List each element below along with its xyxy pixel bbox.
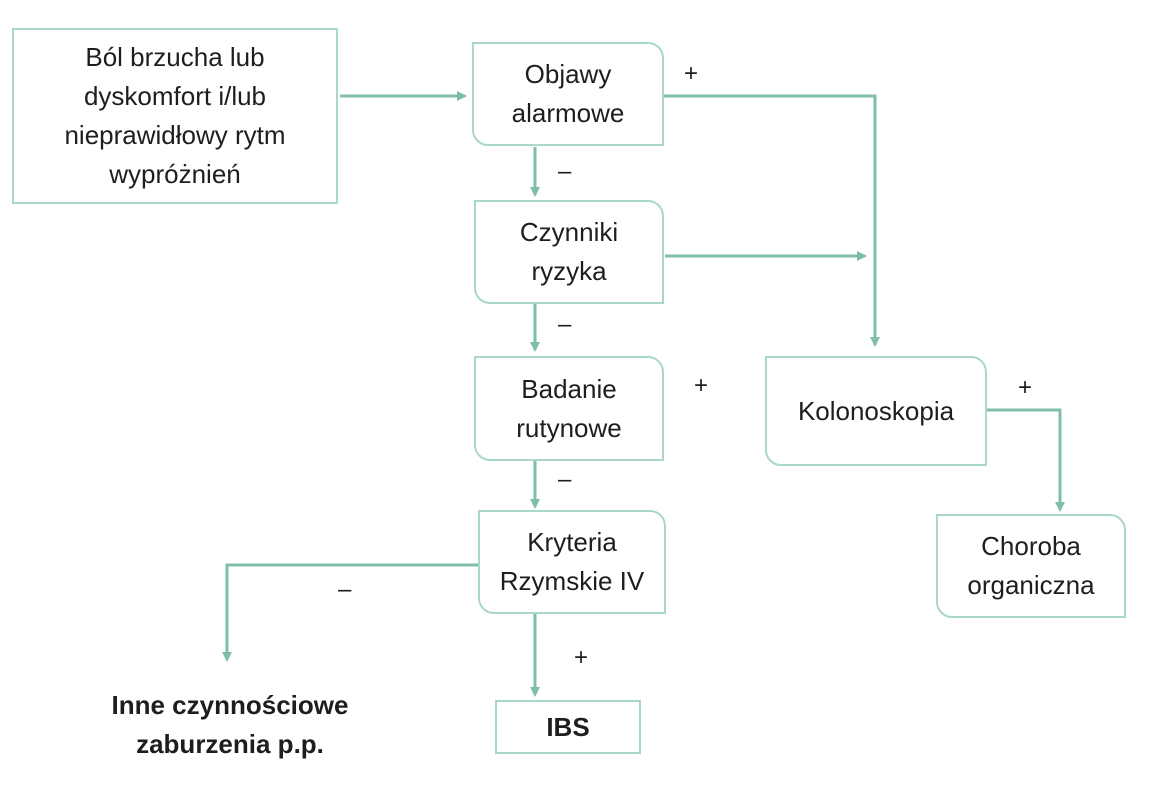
node-routine-exam-label: Badanie rutynowe: [516, 373, 622, 443]
node-organic-disease: Choroba organiczna: [936, 514, 1126, 618]
node-colonoscopy-label: Kolonoskopia: [797, 395, 955, 426]
node-rome-criteria: Kryteria Rzymskie IV: [478, 510, 666, 614]
node-colonoscopy: Kolonoskopia: [765, 356, 987, 466]
sign-routine-plus: +: [694, 372, 709, 399]
node-start-label: Ból brzucha lub dyskomfort i/lub niepraw…: [64, 42, 286, 189]
node-rome-criteria-label: Kryteria Rzymskie IV: [499, 527, 645, 596]
sign-risk-minus: –: [558, 311, 572, 338]
node-start: Ból brzucha lub dyskomfort i/lub niepraw…: [12, 28, 338, 204]
arrow-rome-to-other: [222, 563, 478, 662]
node-alarm-symptoms: Objawy alarmowe: [472, 42, 664, 146]
node-organic-disease-label: Choroba organiczna: [967, 531, 1095, 600]
sign-alarm-plus: +: [684, 60, 699, 87]
node-alarm-symptoms-label: Objawy alarmowe: [511, 59, 625, 128]
node-ibs-label: IBS: [546, 711, 590, 742]
node-risk-factors-label: Czynniki ryzyka: [519, 217, 619, 286]
sign-colonoscopy-plus: +: [1018, 374, 1033, 401]
node-routine-exam: Badanie rutynowe: [474, 356, 664, 461]
node-risk-factors: Czynniki ryzyka: [474, 200, 664, 304]
sign-rome-minus: –: [338, 576, 352, 603]
sign-rome-plus: +: [574, 644, 589, 671]
node-ibs: IBS: [495, 700, 641, 754]
node-other-functional-disorders: Inne czynnościowe zaburzenia p.p.: [111, 690, 349, 759]
sign-alarm-minus: –: [558, 158, 572, 185]
sign-routine-minus: –: [558, 466, 572, 493]
arrow-colonoscopy-to-organic: [985, 408, 1065, 512]
arrow-alarm-to-colonoscopy: [662, 94, 880, 347]
